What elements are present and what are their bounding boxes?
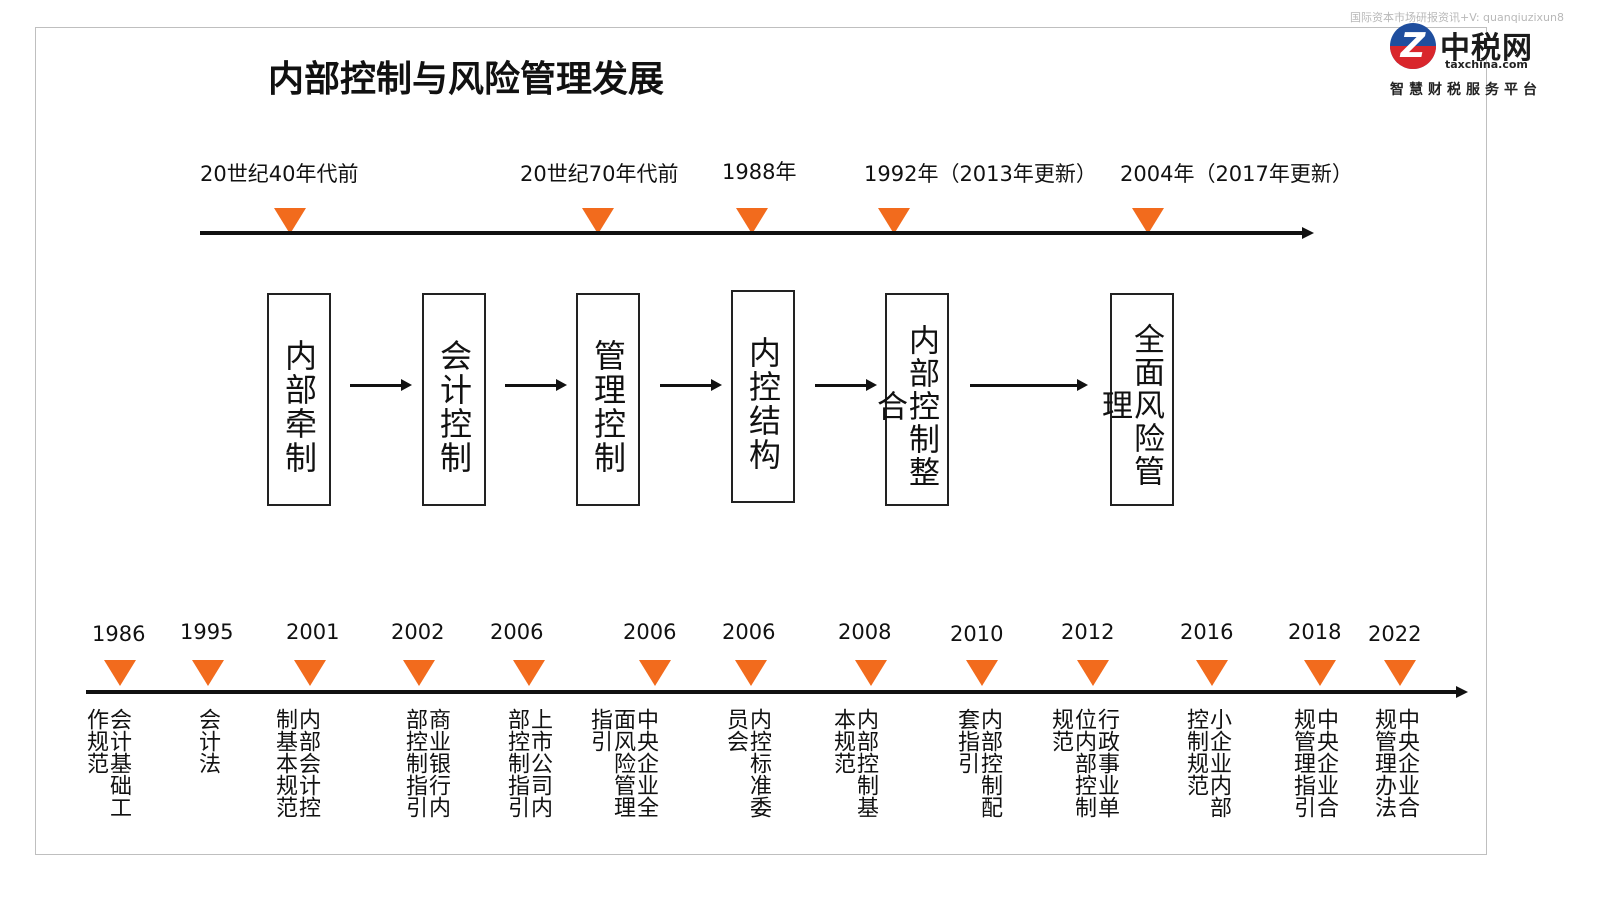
bottom-timeline-year: 2006 bbox=[722, 620, 776, 644]
timeline-marker-icon bbox=[736, 208, 768, 234]
bottom-timeline-year: 2006 bbox=[490, 620, 544, 644]
logo-site: taxchina.com bbox=[1445, 58, 1528, 71]
regulation-text: 内部控制基本规范 bbox=[830, 708, 878, 818]
slide-frame bbox=[35, 27, 1487, 855]
timeline-marker-icon bbox=[639, 660, 671, 686]
bottom-timeline-year: 1995 bbox=[180, 620, 234, 644]
timeline-marker-icon bbox=[1132, 208, 1164, 234]
stage-box: 全面风险管理 bbox=[1096, 293, 1174, 506]
bottom-timeline-year: 2001 bbox=[286, 620, 340, 644]
taxchina-logo[interactable]: Z 中税网 taxchina.com 智慧财税服务平台 bbox=[1390, 23, 1550, 103]
timeline-marker-icon bbox=[966, 660, 998, 686]
regulation-text: 会计法 bbox=[195, 708, 220, 774]
flow-arrow-icon bbox=[970, 379, 1088, 391]
regulation-text: 行政事业单位内部控制规范 bbox=[1048, 708, 1119, 818]
bottom-timeline-year: 1986 bbox=[92, 622, 146, 646]
flow-arrow-icon bbox=[660, 379, 722, 391]
timeline-marker-icon bbox=[855, 660, 887, 686]
timeline-marker-icon bbox=[878, 208, 910, 234]
timeline-marker-icon bbox=[513, 660, 545, 686]
regulation-text: 内部会计控制基本规范 bbox=[272, 708, 320, 818]
timeline-marker-icon bbox=[274, 208, 306, 234]
bottom-timeline-year: 2002 bbox=[391, 620, 445, 644]
regulation-text: 商业银行内部控制指引 bbox=[402, 708, 450, 818]
top-timeline-label: 1988年 bbox=[722, 160, 797, 184]
bottom-timeline-axis bbox=[86, 690, 1458, 694]
top-timeline-label: 20世纪40年代前 bbox=[200, 162, 359, 186]
flow-arrow-icon bbox=[815, 379, 877, 391]
page-title: 内部控制与风险管理发展 bbox=[268, 59, 665, 100]
top-timeline-arrow-icon bbox=[1302, 227, 1314, 239]
top-timeline-label: 20世纪70年代前 bbox=[520, 162, 679, 186]
stage-box: 管理控制 bbox=[576, 293, 640, 506]
timeline-marker-icon bbox=[403, 660, 435, 686]
timeline-marker-icon bbox=[1304, 660, 1336, 686]
timeline-marker-icon bbox=[104, 660, 136, 686]
regulation-text: 内部控制配套指引 bbox=[954, 708, 1002, 818]
bottom-timeline-year: 2018 bbox=[1288, 620, 1342, 644]
stage-box: 内部牵制 bbox=[267, 293, 331, 506]
regulation-text: 小企业内部控制规范 bbox=[1183, 708, 1231, 818]
watermark: 国际资本市场研报资讯+V: quanqiuzixun8 bbox=[1349, 11, 1564, 24]
top-timeline-axis bbox=[200, 231, 1304, 235]
timeline-marker-icon bbox=[294, 660, 326, 686]
timeline-marker-icon bbox=[1196, 660, 1228, 686]
stage-box: 内部控制整合 bbox=[871, 293, 949, 506]
regulation-text: 内控标准委员会 bbox=[723, 708, 771, 818]
stage-box: 会计控制 bbox=[422, 293, 486, 506]
logo-name: 中税网 bbox=[1440, 31, 1533, 66]
bottom-timeline-arrow-icon bbox=[1456, 686, 1468, 698]
bottom-timeline-year: 2012 bbox=[1061, 620, 1115, 644]
logo-icon: Z bbox=[1390, 23, 1436, 69]
timeline-marker-icon bbox=[735, 660, 767, 686]
regulation-text: 中央企业合规管理办法 bbox=[1371, 708, 1419, 818]
regulation-text: 中央企业全面风险管理指引 bbox=[587, 708, 658, 818]
top-timeline-label: 2004年（2017年更新） bbox=[1120, 162, 1353, 186]
flow-arrow-icon bbox=[350, 379, 412, 391]
regulation-text: 会计基础工作规范 bbox=[83, 708, 131, 818]
flow-arrow-icon bbox=[505, 379, 567, 391]
logo-slogan: 智慧财税服务平台 bbox=[1390, 82, 1542, 98]
timeline-marker-icon bbox=[582, 208, 614, 234]
regulation-text: 上市公司内部控制指引 bbox=[504, 708, 552, 818]
top-timeline-label: 1992年（2013年更新） bbox=[864, 162, 1097, 186]
timeline-marker-icon bbox=[1077, 660, 1109, 686]
regulation-text: 中央企业合规管理指引 bbox=[1290, 708, 1338, 818]
timeline-marker-icon bbox=[192, 660, 224, 686]
bottom-timeline-year: 2010 bbox=[950, 622, 1004, 646]
bottom-timeline-year: 2008 bbox=[838, 620, 892, 644]
bottom-timeline-year: 2022 bbox=[1368, 622, 1422, 646]
bottom-timeline-year: 2006 bbox=[623, 620, 677, 644]
bottom-timeline-year: 2016 bbox=[1180, 620, 1234, 644]
timeline-marker-icon bbox=[1384, 660, 1416, 686]
stage-box: 内控结构 bbox=[731, 290, 795, 503]
